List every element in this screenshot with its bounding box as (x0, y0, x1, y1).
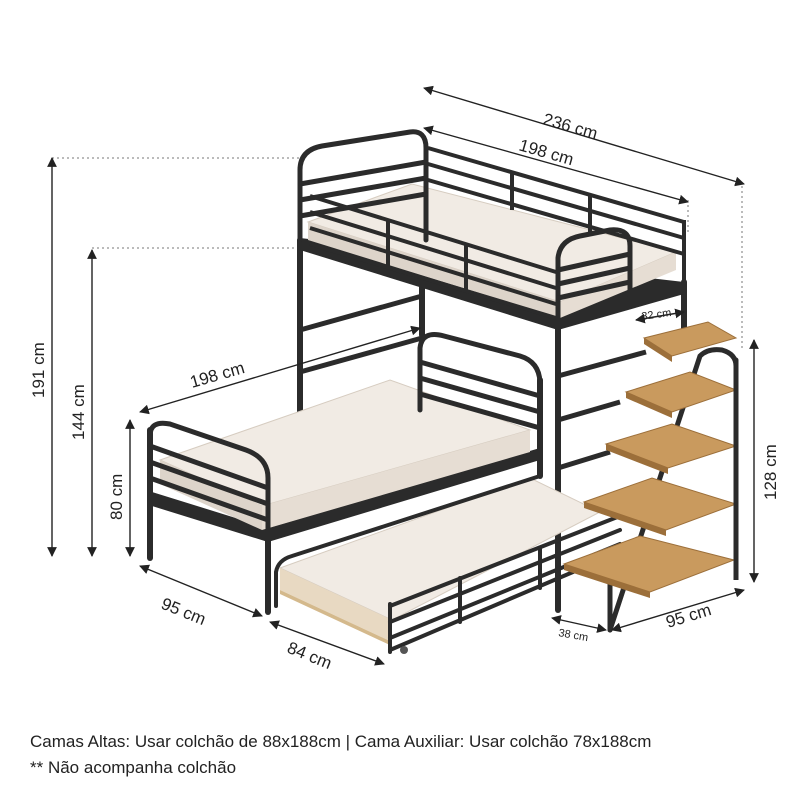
no-mattress-disclaimer: ** Não acompanha colchão (30, 758, 237, 777)
label-128cm: 128 cm (761, 444, 780, 500)
lower-bed (147, 332, 543, 615)
stair-unit (562, 321, 739, 633)
label-80cm: 80 cm (107, 474, 126, 520)
label-32cm: 32 cm (641, 307, 672, 323)
label-95cm-stair: 95 cm (664, 600, 714, 632)
label-198cm-top: 198 cm (517, 136, 576, 170)
label-95cm-lower: 95 cm (159, 594, 209, 629)
label-198cm-lower: 198 cm (188, 358, 247, 392)
mattress-info-text: Camas Altas: Usar colchão de 88x188cm | … (30, 732, 652, 751)
dimension-lines (47, 85, 759, 666)
reference-lines (52, 157, 743, 350)
label-236cm: 236 cm (541, 110, 600, 144)
label-191cm: 191 cm (29, 342, 48, 398)
stair-steps (562, 321, 738, 598)
label-38cm: 38 cm (557, 627, 589, 644)
label-144cm: 144 cm (69, 384, 88, 440)
